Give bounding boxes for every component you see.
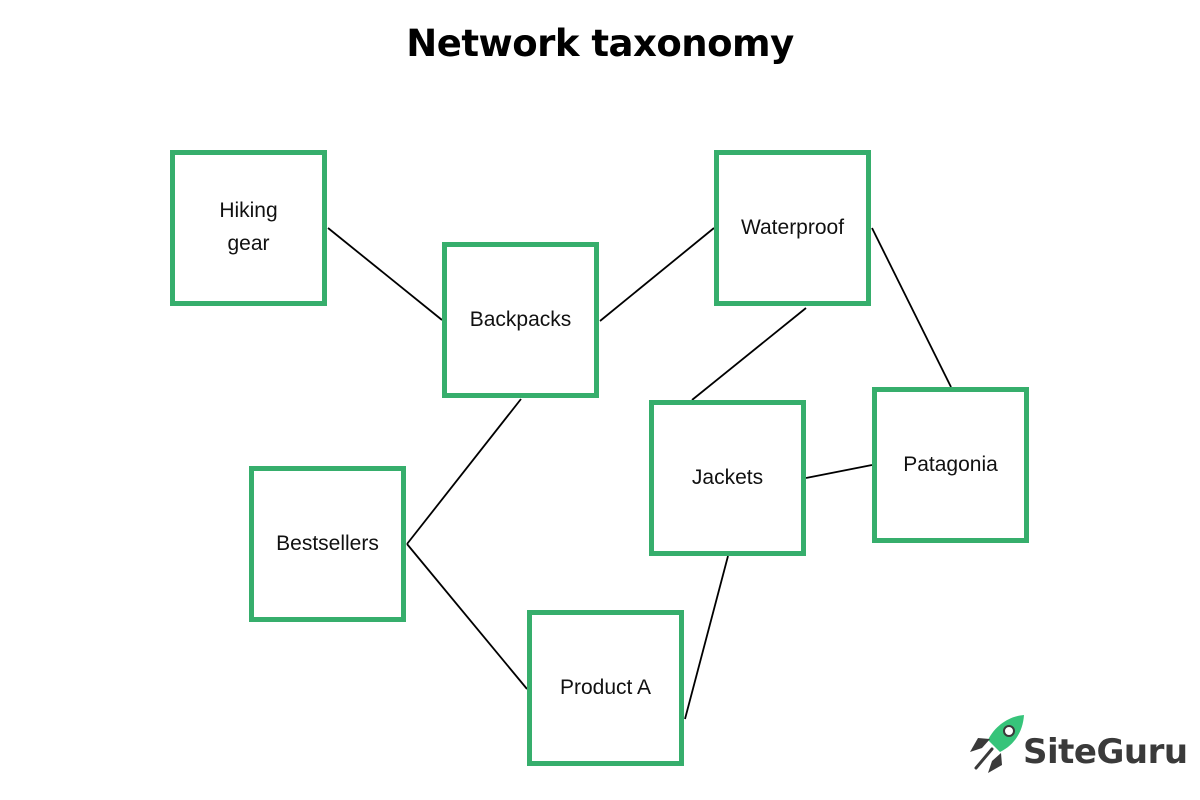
edge-bestsellers-product-a xyxy=(406,543,528,690)
node-label: Backpacks xyxy=(469,308,572,332)
node-waterproof[interactable]: Waterproof xyxy=(714,150,871,306)
edge-waterproof-patagonia xyxy=(871,227,952,388)
edge-backpacks-bestsellers xyxy=(406,398,522,545)
edge-backpacks-waterproof xyxy=(599,227,715,322)
node-bestsellers[interactable]: Bestsellers xyxy=(249,466,406,622)
logo-text: SiteGuru xyxy=(1023,732,1188,772)
node-label: Waterproof xyxy=(740,216,845,239)
node-label: Bestsellers xyxy=(276,532,379,556)
edge-jackets-patagonia xyxy=(805,464,873,479)
node-jackets[interactable]: Jackets xyxy=(649,400,806,556)
edge-hiking-gear-backpacks xyxy=(327,227,443,321)
node-patagonia[interactable]: Patagonia xyxy=(872,387,1029,543)
node-label: Product A xyxy=(559,676,652,700)
rocket-icon xyxy=(970,715,1024,773)
diagram-title: Network taxonomy xyxy=(406,22,794,65)
edge-waterproof-jackets xyxy=(691,307,807,401)
node-hiking-gear[interactable]: Hiking gear xyxy=(170,150,327,306)
node-backpacks[interactable]: Backpacks xyxy=(442,242,599,398)
node-label: Hiking gear xyxy=(219,199,278,255)
siteguru-logo: SiteGuru xyxy=(966,712,1196,787)
node-product-a[interactable]: Product A xyxy=(527,610,684,766)
edge-jackets-product-a xyxy=(684,555,729,720)
node-label: Jackets xyxy=(691,466,764,490)
node-label: Patagonia xyxy=(903,453,998,477)
